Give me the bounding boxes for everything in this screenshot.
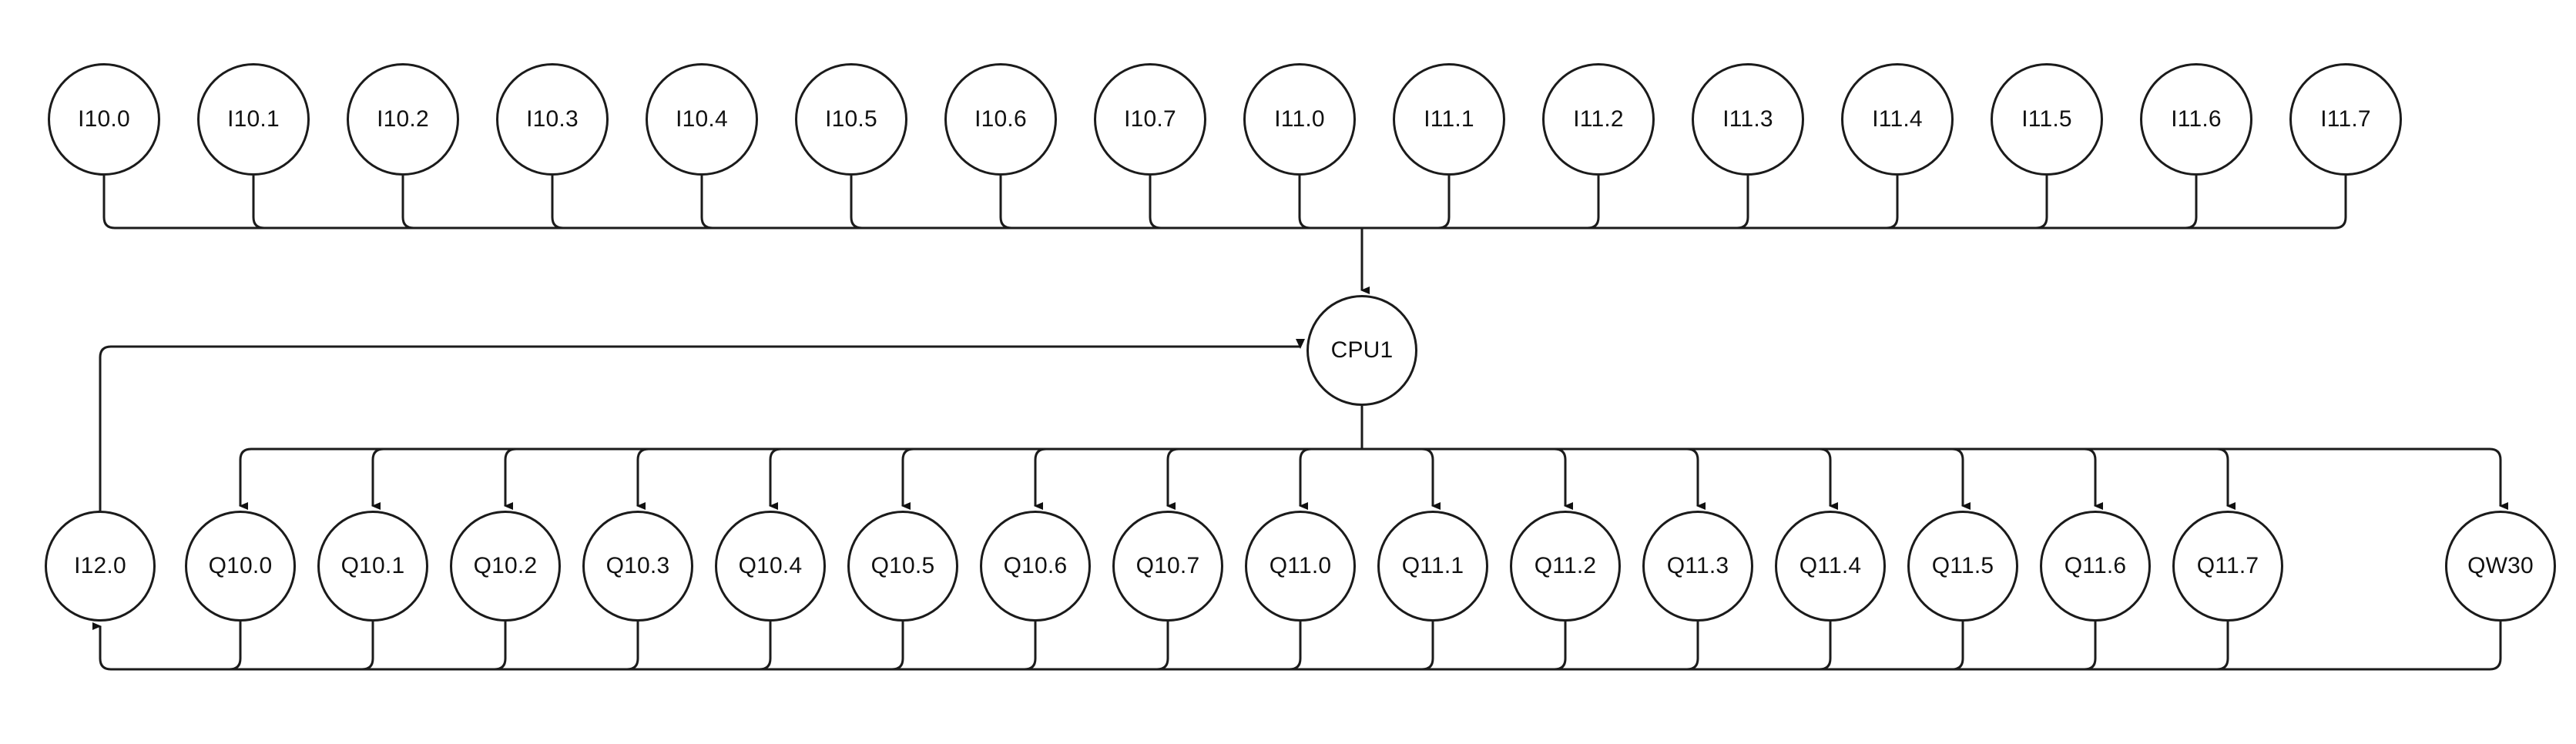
input-node-0[interactable]: I10.0: [48, 63, 160, 176]
output-node-9[interactable]: Q11.1: [1377, 511, 1488, 622]
input-node-label: I10.6: [974, 106, 1027, 132]
input-node-label: I10.7: [1124, 106, 1176, 132]
output-node-label: Q10.2: [473, 553, 538, 578]
feedback-input-node-label: I12.0: [74, 553, 126, 578]
output-node-0[interactable]: Q10.0: [185, 511, 296, 622]
output-node-14[interactable]: Q11.6: [2040, 511, 2151, 622]
input-node-label: I11.0: [1274, 106, 1325, 132]
input-node-label: I11.7: [2320, 106, 2371, 132]
input-node-14[interactable]: I11.6: [2140, 63, 2252, 176]
output-node-label: Q10.1: [340, 553, 405, 578]
output-node-4[interactable]: Q10.4: [715, 511, 826, 622]
output-node-label: Q11.6: [2064, 553, 2127, 578]
output-node-label: Q10.5: [870, 553, 935, 578]
input-node-13[interactable]: I11.5: [1991, 63, 2103, 176]
input-node-12[interactable]: I11.4: [1841, 63, 1954, 176]
input-node-10[interactable]: I11.2: [1542, 63, 1655, 176]
output-node-label: Q11.0: [1269, 553, 1332, 578]
input-node-5[interactable]: I10.5: [795, 63, 907, 176]
output-node-label: Q11.7: [2196, 553, 2259, 578]
output-node-5[interactable]: Q10.5: [847, 511, 958, 622]
output-node-11[interactable]: Q11.3: [1642, 511, 1753, 622]
output-node-label: Q10.6: [1003, 553, 1068, 578]
input-node-3[interactable]: I10.3: [496, 63, 609, 176]
input-node-label: I10.4: [676, 106, 728, 132]
output-node-label: Q10.3: [605, 553, 670, 578]
output-node-label: QW30: [2467, 553, 2534, 578]
input-node-label: I10.1: [227, 106, 280, 132]
output-node-3[interactable]: Q10.3: [582, 511, 693, 622]
input-node-label: I11.6: [2171, 106, 2222, 132]
output-node-8[interactable]: Q11.0: [1245, 511, 1356, 622]
input-node-7[interactable]: I10.7: [1094, 63, 1206, 176]
input-node-label: I11.3: [1722, 106, 1773, 132]
output-node-15[interactable]: Q11.7: [2172, 511, 2283, 622]
input-node-label: I10.2: [377, 106, 429, 132]
input-node-9[interactable]: I11.1: [1393, 63, 1505, 176]
output-node-13[interactable]: Q11.5: [1907, 511, 2018, 622]
input-node-label: I10.0: [78, 106, 130, 132]
output-node-label: Q11.5: [1931, 553, 1994, 578]
output-node-label: Q10.7: [1135, 553, 1200, 578]
cpu-node[interactable]: CPU1: [1306, 295, 1417, 406]
feedback-input-node[interactable]: I12.0: [45, 511, 156, 622]
output-node-16[interactable]: QW30: [2445, 511, 2556, 622]
input-node-label: I10.3: [526, 106, 579, 132]
output-node-label: Q11.1: [1401, 553, 1464, 578]
output-node-12[interactable]: Q11.4: [1775, 511, 1886, 622]
cpu-node-label: CPU1: [1330, 337, 1394, 363]
output-node-7[interactable]: Q10.7: [1112, 511, 1223, 622]
output-node-6[interactable]: Q10.6: [980, 511, 1091, 622]
output-node-label: Q11.4: [1799, 553, 1862, 578]
output-node-2[interactable]: Q10.2: [450, 511, 561, 622]
input-node-11[interactable]: I11.3: [1692, 63, 1804, 176]
output-node-label: Q11.3: [1666, 553, 1729, 578]
output-node-1[interactable]: Q10.1: [317, 511, 428, 622]
input-node-1[interactable]: I10.1: [197, 63, 310, 176]
input-node-6[interactable]: I10.6: [944, 63, 1057, 176]
output-node-label: Q10.4: [738, 553, 803, 578]
input-node-label: I10.5: [825, 106, 877, 132]
output-node-10[interactable]: Q11.2: [1510, 511, 1621, 622]
input-node-label: I11.5: [2021, 106, 2072, 132]
output-node-label: Q10.0: [208, 553, 273, 578]
input-node-label: I11.2: [1573, 106, 1624, 132]
input-node-4[interactable]: I10.4: [646, 63, 758, 176]
input-node-2[interactable]: I10.2: [347, 63, 459, 176]
input-node-15[interactable]: I11.7: [2289, 63, 2402, 176]
input-node-label: I11.4: [1872, 106, 1923, 132]
input-node-label: I11.1: [1424, 106, 1474, 132]
input-node-8[interactable]: I11.0: [1243, 63, 1356, 176]
output-node-label: Q11.2: [1534, 553, 1597, 578]
